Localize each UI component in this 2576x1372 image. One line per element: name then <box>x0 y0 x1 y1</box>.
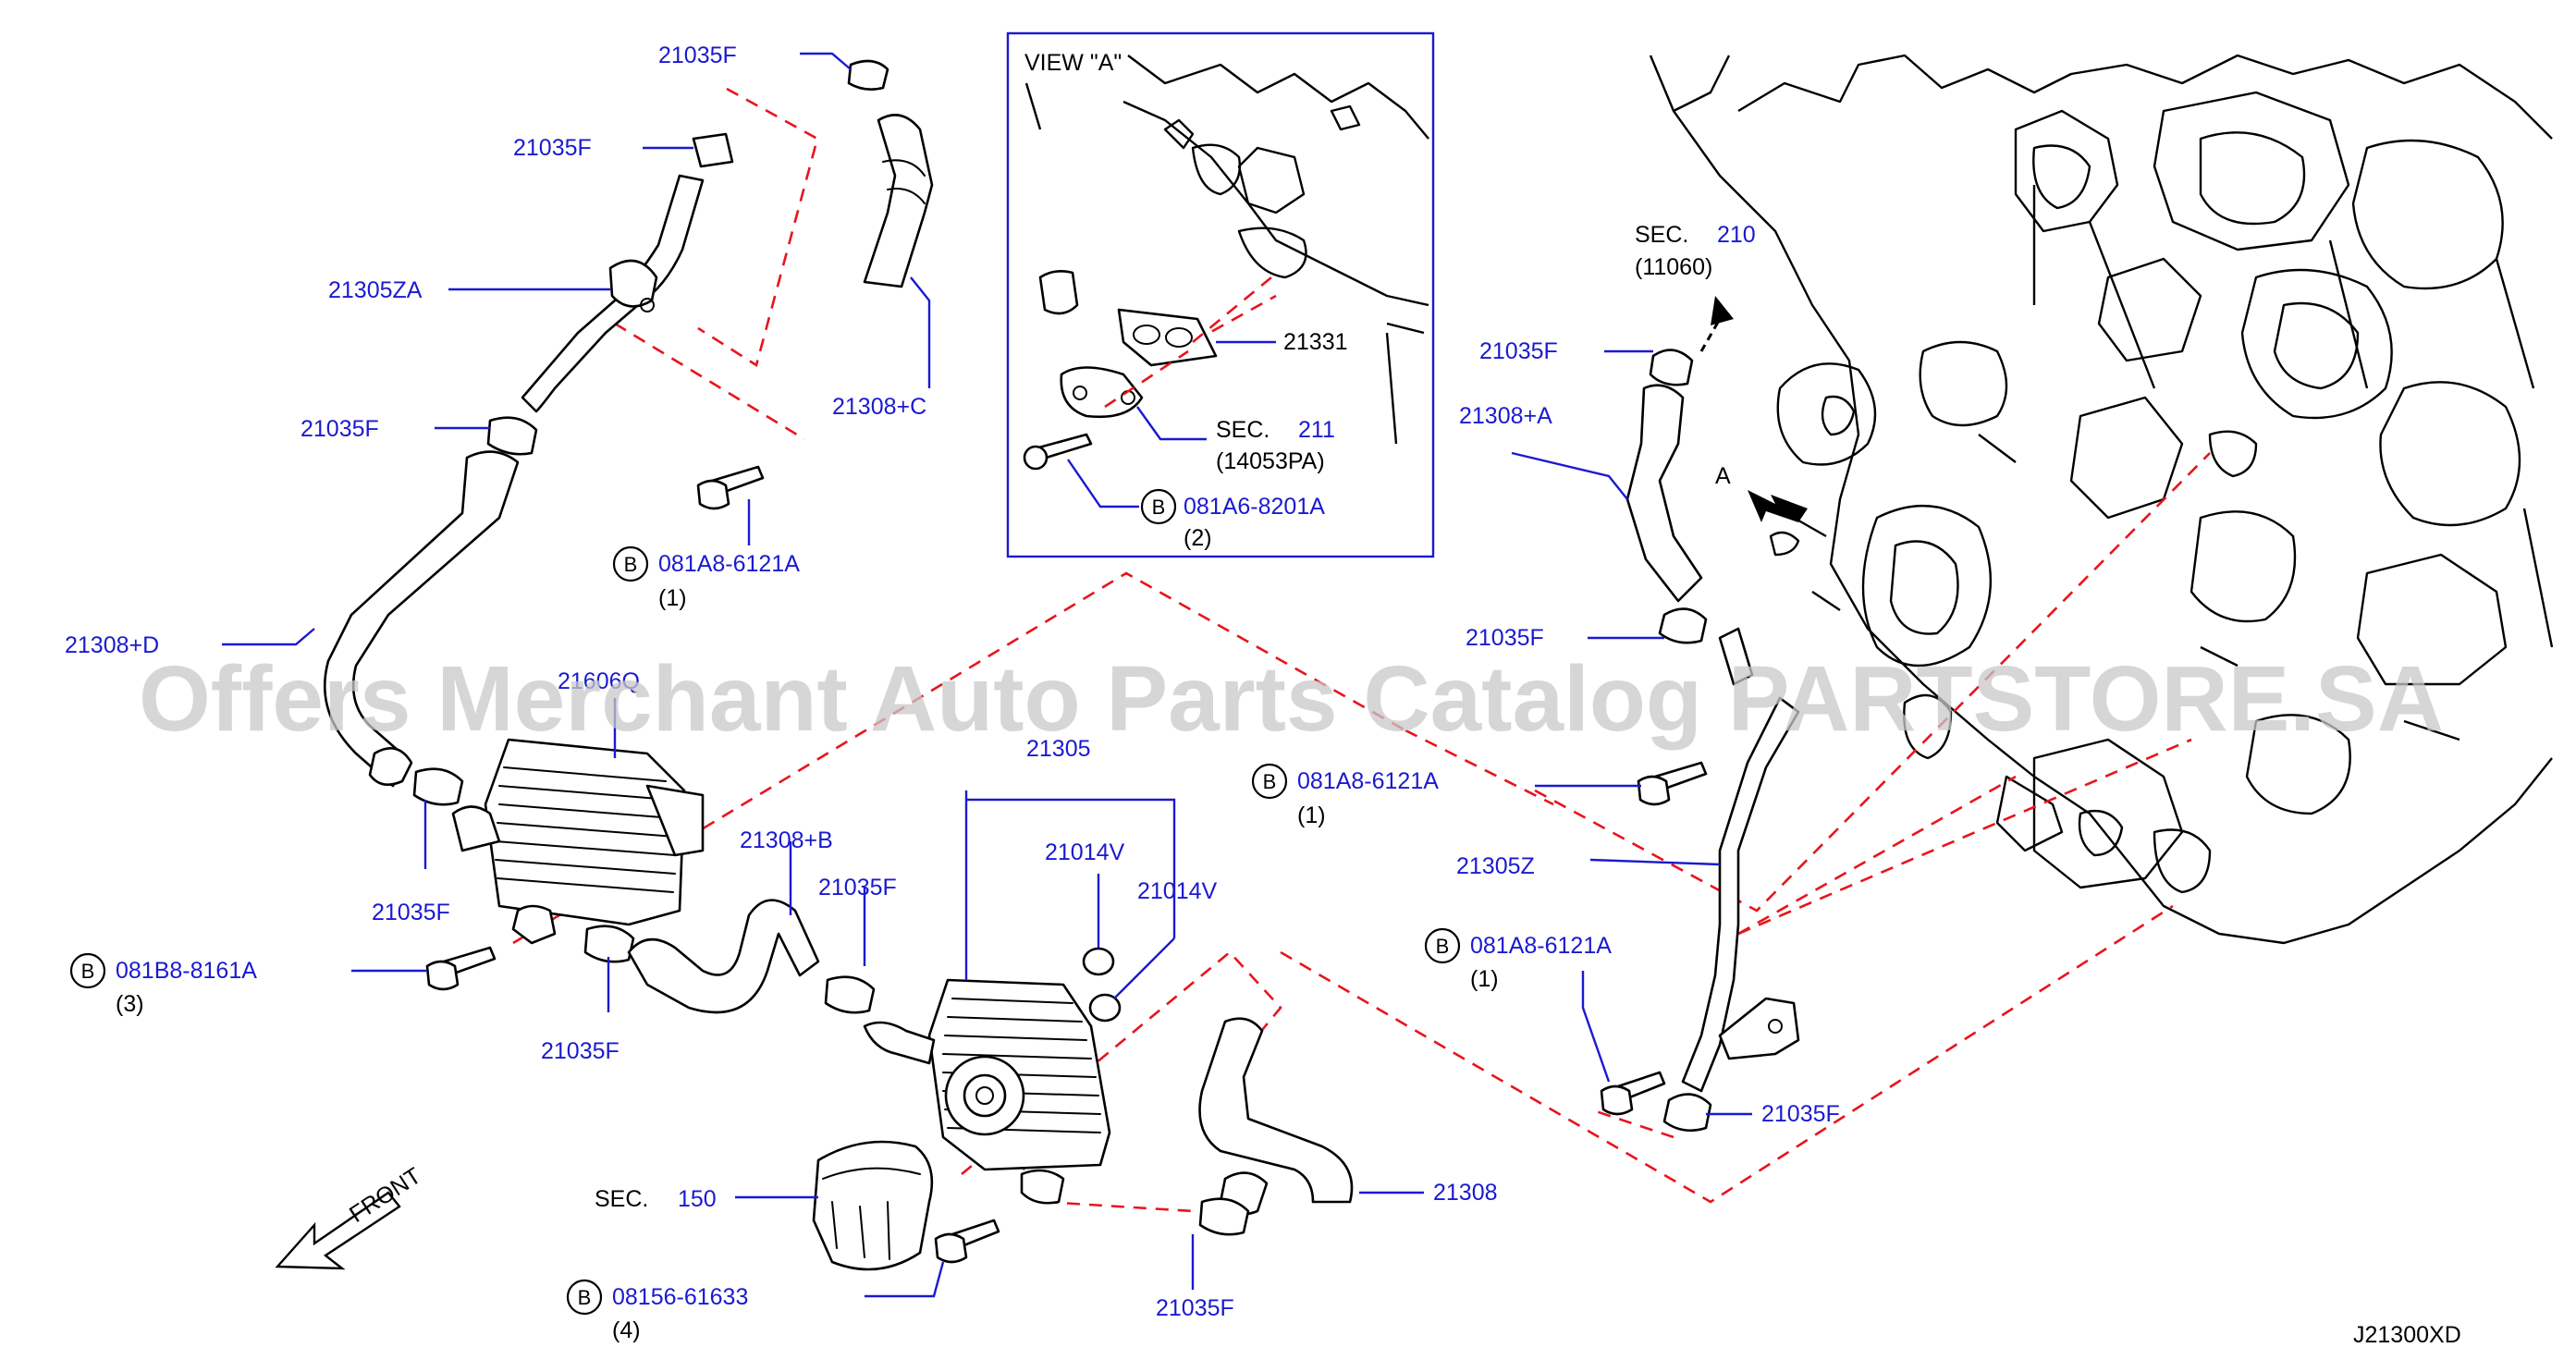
label-view-arrow: A <box>1715 463 1731 489</box>
label-hose-a: 21308+A <box>1459 403 1552 429</box>
label-sec150-num: 150 <box>678 1186 717 1212</box>
label-hose-b: 21308+B <box>740 827 833 853</box>
adapter-plate <box>1060 366 1144 419</box>
label-bolt-3-qty: (3) <box>116 991 144 1017</box>
label-21331: 21331 <box>1283 329 1348 355</box>
callout-labels: 21035F 21035F 21305ZA 21308+C 21035F B 0… <box>65 43 2461 1348</box>
bolt-mark-1: B <box>624 553 638 576</box>
label-clamp-4: 21035F <box>372 900 450 925</box>
label-hose-main: 21308 <box>1433 1180 1498 1206</box>
view-a-title: VIEW "A" <box>1024 50 1122 76</box>
hose-21308d <box>323 450 520 788</box>
diagram-id: J21300XD <box>2353 1322 2461 1348</box>
label-cooler-assy: 21305 <box>1026 736 1091 762</box>
label-bolt-4-qty: (4) <box>612 1317 641 1343</box>
label-clamp-7: 21035F <box>1156 1295 1234 1321</box>
sec-num-211: 211 <box>1298 417 1335 443</box>
label-bolt-6-qty: (1) <box>1470 966 1499 992</box>
label-clamp-9: 21035F <box>1466 625 1544 651</box>
clamp-icon-8 <box>1649 349 1694 386</box>
label-oring-1: 21014V <box>1045 839 1125 865</box>
bolt-icon <box>696 479 730 510</box>
oil-cooler-21606q <box>484 738 686 926</box>
label-pipe-za: 21305ZA <box>328 277 423 303</box>
label-clamp-top: 21035F <box>658 43 737 68</box>
bolt-mark-view: B <box>1152 496 1166 519</box>
bolt-mark-4: B <box>578 1286 592 1309</box>
engine-block-illustration <box>1649 54 2554 945</box>
label-sec210-code: (11060) <box>1635 254 1712 280</box>
hose-21308c <box>863 114 934 288</box>
label-bolt-1-qty: (1) <box>658 585 687 611</box>
label-pipe-z: 21305Z <box>1456 853 1535 879</box>
hose-21308 <box>1198 1017 1354 1204</box>
label-clamp-10: 21035F <box>1761 1101 1840 1127</box>
reference-dashed-lines <box>512 87 2211 1213</box>
label-front: FRONT <box>345 1163 425 1228</box>
hose-21308a <box>1625 384 1703 603</box>
label-bolt-5-qty: (1) <box>1297 802 1326 828</box>
leader-lines <box>222 52 1752 1298</box>
arrows <box>275 296 1808 1270</box>
label-bolt-1: 081A8-6121A <box>658 551 800 577</box>
label-clamp-6: 21035F <box>541 1038 619 1064</box>
label-sec210-num: 210 <box>1717 222 1756 248</box>
hose-21308b <box>627 899 820 1014</box>
label-bolt-5: 081A8-6121A <box>1297 768 1439 794</box>
label-clamp-8: 21035F <box>1479 338 1558 364</box>
oil-filter <box>812 1140 934 1271</box>
label-clamp-2: 21035F <box>513 135 592 161</box>
clamp-icon-10 <box>1662 1093 1712 1133</box>
label-sec150-word: SEC. <box>595 1186 648 1212</box>
view-a-arrow-icon <box>1748 490 1808 522</box>
bolt-mark-3: B <box>81 960 95 983</box>
clamp-icon-3 <box>486 416 538 456</box>
watermark: Offers Merchant Auto Parts Catalog PARTS… <box>139 647 2444 751</box>
label-clamp-3: 21035F <box>301 416 379 442</box>
bolt-mark-5: B <box>1263 770 1277 793</box>
label-sec210-word: SEC. <box>1635 222 1688 248</box>
label-bolt-6: 081A8-6121A <box>1470 933 1612 959</box>
bolt-view-code: 081A6-8201A <box>1184 494 1325 520</box>
sec-code-211: (14053PA) <box>1216 448 1325 474</box>
bolt-view-qty: (2) <box>1184 525 1212 551</box>
sec-word-211: SEC. <box>1216 417 1270 443</box>
pipe-21305z <box>1681 696 1800 1093</box>
parts-illustration <box>323 59 1800 1271</box>
view-a-inset: VIEW "A" 21331 SEC. 211 (14053PA) B 081A… <box>1006 31 1435 558</box>
clip-icon <box>692 132 734 168</box>
label-oring-2: 21014V <box>1137 878 1218 904</box>
label-bolt-3: 081B8-8161A <box>116 958 257 984</box>
label-bolt-4: 08156-61633 <box>612 1284 748 1310</box>
clamp-icon <box>847 59 889 91</box>
bolt-mark-6: B <box>1436 935 1450 958</box>
label-hose-d: 21308+D <box>65 632 159 658</box>
front-arrow-icon <box>275 1191 401 1270</box>
label-cooler-q: 21606Q <box>558 668 640 694</box>
label-clamp-5: 21035F <box>818 875 897 900</box>
gasket-21331 <box>1117 308 1218 367</box>
clamp-icon-9 <box>1658 607 1708 644</box>
label-hose-c: 21308+C <box>832 394 926 420</box>
